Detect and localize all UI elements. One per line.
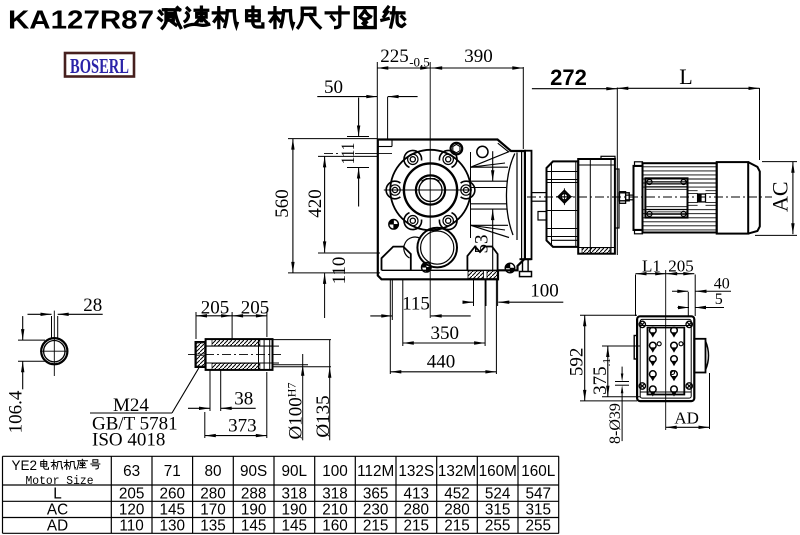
svg-text:Ø135: Ø135 bbox=[313, 395, 334, 437]
svg-text:YE2: YE2 bbox=[12, 458, 38, 473]
svg-text:260: 260 bbox=[160, 485, 186, 502]
svg-text:L: L bbox=[53, 485, 62, 502]
svg-text:205: 205 bbox=[201, 298, 230, 319]
svg-text:110: 110 bbox=[119, 518, 143, 535]
svg-text:100: 100 bbox=[530, 281, 559, 302]
svg-text:365: 365 bbox=[363, 485, 389, 502]
svg-text:215: 215 bbox=[404, 518, 430, 535]
svg-text:413: 413 bbox=[404, 485, 430, 502]
svg-text:280: 280 bbox=[404, 502, 430, 519]
svg-text:215: 215 bbox=[444, 518, 470, 535]
svg-text:230: 230 bbox=[363, 502, 389, 519]
svg-text:255: 255 bbox=[485, 518, 511, 535]
svg-text:-0.5: -0.5 bbox=[409, 55, 430, 70]
svg-text:315: 315 bbox=[526, 502, 552, 519]
svg-text:318: 318 bbox=[282, 485, 308, 502]
svg-text:AD: AD bbox=[47, 518, 68, 535]
svg-text:560: 560 bbox=[272, 189, 293, 218]
svg-text:225: 225 bbox=[380, 46, 409, 67]
svg-text:115: 115 bbox=[402, 294, 430, 315]
svg-text:280: 280 bbox=[444, 502, 470, 519]
svg-text:8-Ø39: 8-Ø39 bbox=[607, 403, 624, 444]
svg-text:160: 160 bbox=[322, 518, 348, 535]
svg-text:AC: AC bbox=[47, 502, 68, 519]
svg-text:135: 135 bbox=[200, 518, 226, 535]
svg-text:71: 71 bbox=[164, 463, 181, 480]
svg-text:M24: M24 bbox=[113, 395, 149, 416]
svg-text:205: 205 bbox=[241, 298, 270, 319]
svg-text:215: 215 bbox=[363, 518, 389, 535]
svg-text:318: 318 bbox=[322, 485, 348, 502]
svg-text:190: 190 bbox=[241, 502, 267, 519]
svg-text:547: 547 bbox=[526, 485, 552, 502]
svg-text:28: 28 bbox=[83, 295, 102, 316]
svg-text:288: 288 bbox=[241, 485, 267, 502]
svg-text:132S: 132S bbox=[398, 463, 434, 480]
svg-text:524: 524 bbox=[485, 485, 511, 502]
svg-text:350: 350 bbox=[430, 323, 459, 344]
svg-text:145: 145 bbox=[160, 502, 186, 519]
svg-text:315: 315 bbox=[485, 502, 511, 519]
svg-text:440: 440 bbox=[427, 352, 456, 373]
svg-text:63: 63 bbox=[123, 463, 140, 480]
svg-text:111: 111 bbox=[338, 143, 359, 165]
svg-text:80: 80 bbox=[204, 463, 221, 480]
svg-text:AC: AC bbox=[768, 181, 793, 212]
svg-text:132M: 132M bbox=[438, 463, 476, 480]
svg-text:375.1: 375.1 bbox=[590, 358, 613, 395]
svg-text:5: 5 bbox=[715, 291, 723, 308]
svg-text:280: 280 bbox=[200, 485, 226, 502]
svg-text:160L: 160L bbox=[521, 463, 555, 480]
svg-text:373: 373 bbox=[228, 416, 257, 437]
svg-text:160M: 160M bbox=[479, 463, 517, 480]
svg-text:145: 145 bbox=[241, 518, 267, 535]
svg-text:L: L bbox=[679, 64, 692, 89]
svg-text:53: 53 bbox=[471, 235, 492, 254]
svg-text:BOSERL: BOSERL bbox=[70, 54, 129, 78]
svg-text:190: 190 bbox=[282, 502, 308, 519]
svg-text:205: 205 bbox=[119, 485, 145, 502]
svg-text:145: 145 bbox=[282, 518, 308, 535]
svg-text:90L: 90L bbox=[282, 463, 308, 480]
svg-text:ISO 4018: ISO 4018 bbox=[92, 430, 165, 451]
svg-text:592: 592 bbox=[566, 348, 587, 377]
svg-text:255: 255 bbox=[526, 518, 552, 535]
svg-text:130: 130 bbox=[160, 518, 186, 535]
svg-text:420: 420 bbox=[305, 189, 326, 218]
svg-text:210: 210 bbox=[322, 502, 348, 519]
svg-text:120: 120 bbox=[119, 502, 145, 519]
svg-text:205: 205 bbox=[668, 257, 694, 276]
svg-text:390: 390 bbox=[464, 46, 493, 67]
svg-text:272: 272 bbox=[550, 65, 587, 90]
svg-text:50: 50 bbox=[324, 77, 343, 98]
svg-text:GB/T 5781: GB/T 5781 bbox=[92, 414, 178, 435]
svg-text:L1: L1 bbox=[642, 257, 661, 276]
svg-text:106.4: 106.4 bbox=[6, 390, 27, 433]
svg-text:AD: AD bbox=[674, 409, 699, 428]
svg-text:452: 452 bbox=[444, 485, 470, 502]
svg-text:KA127R87: KA127R87 bbox=[8, 7, 154, 35]
svg-text:90S: 90S bbox=[240, 463, 267, 480]
svg-text:110: 110 bbox=[329, 257, 350, 285]
svg-text:Motor Size: Motor Size bbox=[26, 475, 94, 488]
svg-text:38: 38 bbox=[234, 389, 253, 410]
svg-text:100: 100 bbox=[322, 463, 348, 480]
svg-text:170: 170 bbox=[200, 502, 226, 519]
svg-text:40: 40 bbox=[714, 276, 730, 293]
svg-text:112M: 112M bbox=[357, 463, 394, 480]
